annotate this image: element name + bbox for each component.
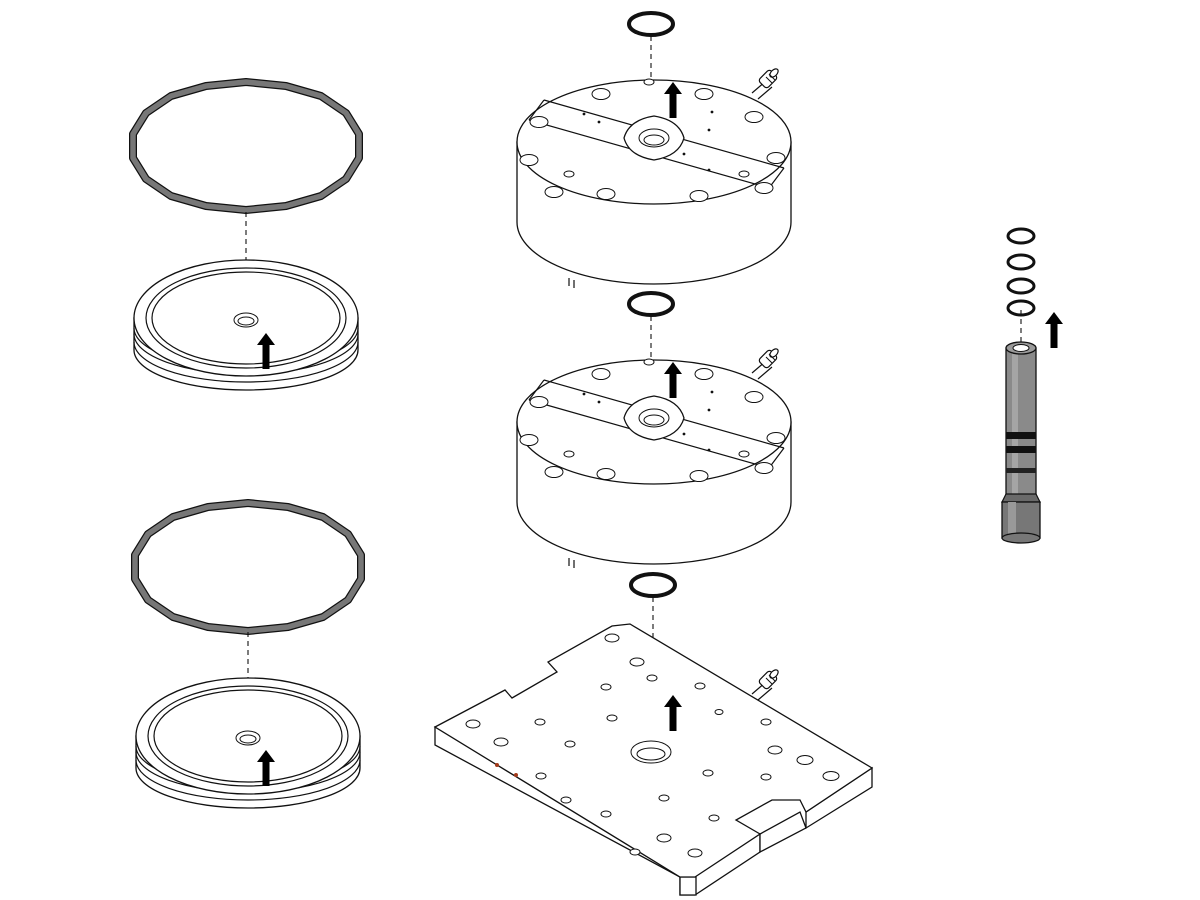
o-ring-stack bbox=[1006, 227, 1036, 317]
manifold-middle bbox=[516, 358, 792, 569]
probe-rod bbox=[1001, 341, 1041, 544]
gasket-ring-top bbox=[133, 82, 359, 210]
o-ring-icon bbox=[627, 291, 675, 317]
hose-fitting-icon bbox=[751, 346, 781, 380]
o-ring-icon bbox=[629, 572, 677, 598]
gasket-ring-bottom bbox=[135, 503, 361, 631]
hose-fitting-icon bbox=[751, 667, 781, 701]
diaphragm-disc-top bbox=[133, 259, 359, 391]
arrow-up-icon bbox=[1045, 312, 1063, 348]
hose-fitting-icon bbox=[751, 66, 781, 100]
o-ring-icon bbox=[627, 11, 675, 37]
manifold-top bbox=[516, 78, 792, 289]
base-plate bbox=[433, 623, 874, 896]
diaphragm-disc-bottom bbox=[135, 677, 361, 809]
